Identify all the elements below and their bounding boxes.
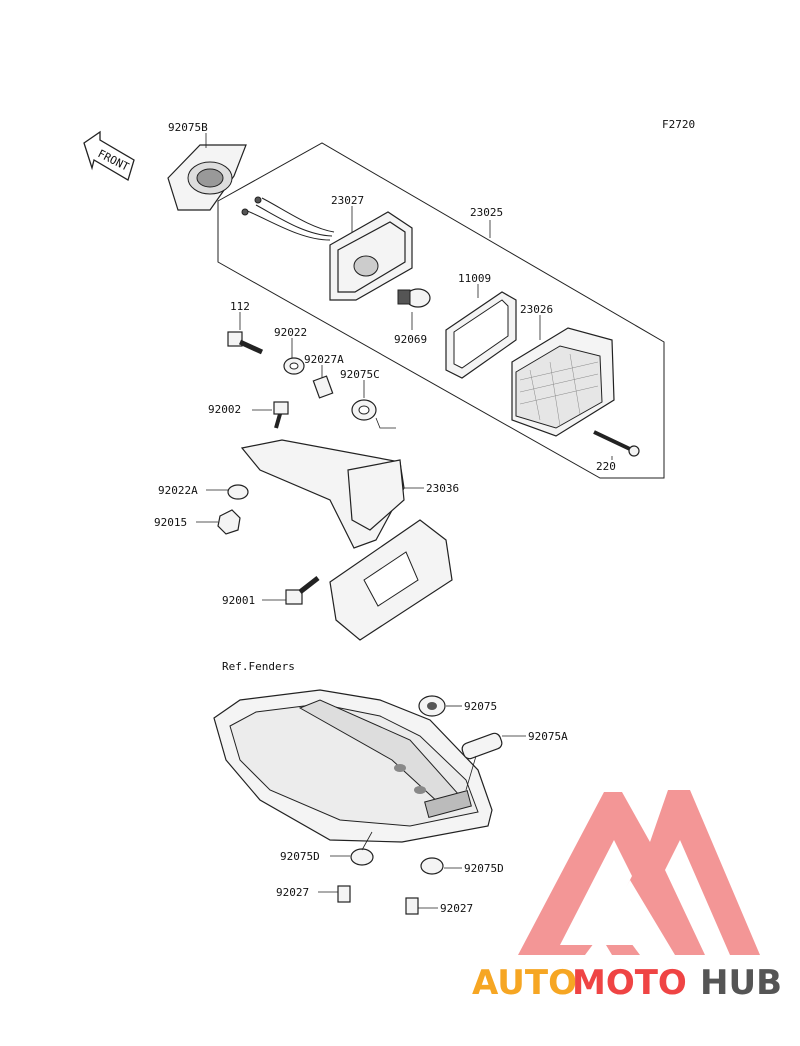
label-220: 220 [596,460,616,473]
part-rear-fender [213,689,493,843]
reference-note: Ref.Fenders [222,660,295,673]
part-license-bracket [329,519,453,641]
diagram-code: F2720 [662,118,695,131]
part-92075A-grommet [461,732,503,760]
lamp-assembly-outline [217,142,665,479]
fender-small-parts [337,695,503,915]
label-92015: 92015 [154,516,187,529]
part-92027-left [337,885,351,903]
label-23036: 23036 [426,482,459,495]
watermark-brand: AUTO MOTO HUB [472,963,782,1003]
fender-labels: 92075 92075A 92075D 92075D 92027 92027 [276,700,568,915]
label-92022: 92022 [274,326,307,339]
part-23027 [329,211,413,301]
part-92002-bolt [273,401,289,429]
brand-hub: HUB [700,963,782,1003]
part-92001-bolt [285,576,320,605]
label-92027-right: 92027 [440,902,473,915]
label-92002: 92002 [208,403,241,416]
label-92075: 92075 [464,700,497,713]
label-92069: 92069 [394,333,427,346]
part-92075D-left [350,848,374,866]
part-92069-bulb [397,288,431,308]
label-92027-left: 92027 [276,886,309,899]
part-92027-right [405,897,419,915]
label-11009: 11009 [458,272,491,285]
brand-auto: AUTO [472,963,577,1003]
part-92075B [167,144,247,211]
part-220-screw [593,430,640,457]
label-23027: 23027 [331,194,364,207]
label-92027A: 92027A [304,353,344,366]
label-92075A: 92075A [528,730,568,743]
label-92022A: 92022A [158,484,198,497]
part-92075C-grommet [351,399,377,421]
part-92022A-washer [227,484,249,500]
part-23026-lens [511,327,615,437]
leader-lines [196,133,613,601]
fender-leader-lines [318,705,526,909]
label-23026: 23026 [520,303,553,316]
part-92015-nut [217,509,241,535]
label-92075D-left: 92075D [280,850,320,863]
label-92001: 92001 [222,594,255,607]
part-labels: 92075B 23027 23025 11009 23026 92069 112… [154,121,616,673]
watermark-logo [518,790,760,955]
part-92022-washer [283,357,305,375]
label-92075B: 92075B [168,121,208,134]
part-112-bolt [227,331,264,355]
label-23025: 23025 [470,206,503,219]
part-92075D-right [420,857,444,875]
label-92075D-right: 92075D [464,862,504,875]
part-11009-gasket [445,291,517,379]
label-112: 112 [230,300,250,313]
part-92027A-collar [312,375,334,399]
front-arrow-icon: FRONT [83,130,135,181]
part-23036-bracket [240,439,405,549]
brand-moto: MOTO [572,963,687,1003]
label-92075C: 92075C [340,368,380,381]
part-wiring-harness [241,196,335,241]
